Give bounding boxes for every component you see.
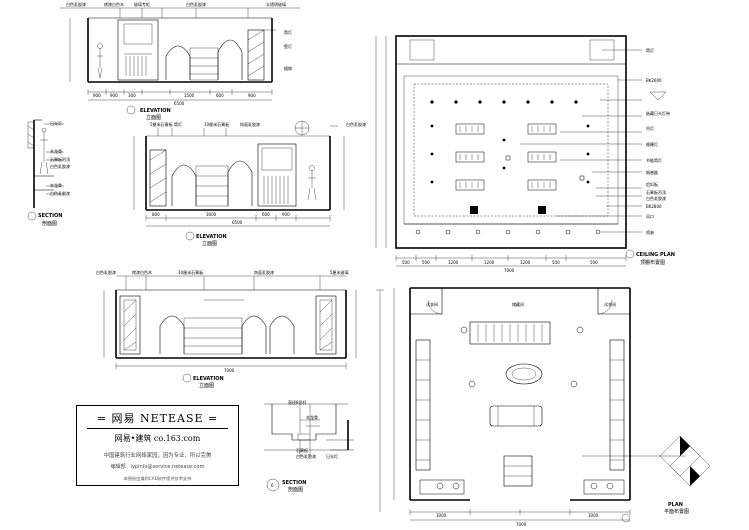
elevation-3-subtitle: 立面图	[199, 382, 214, 389]
floor-plan: PLAN 平面布置图 试衣间 储藏间 试衣间 3000 3000 7000	[376, 287, 711, 527]
elev1-label-6: 壁灯	[284, 43, 292, 49]
stamp-site: 网易•建筑 co.163.com	[114, 434, 201, 443]
elev1-label-1: 烤漆白色木	[104, 1, 124, 7]
elev1-label-2: 玻璃专柜	[134, 1, 150, 7]
sec2-label-3: 白色乳胶漆	[296, 453, 316, 459]
ceiling-label-2: 嵌藏日光灯带	[646, 110, 670, 116]
sec2-label-0: 直径8吊杆	[288, 399, 307, 405]
sec1-label-3: 白色乳胶漆	[50, 163, 70, 169]
elev2-dim-4: 6500	[232, 220, 243, 225]
elevation-2-subtitle: 立面图	[202, 240, 217, 247]
ceiling-dim-5: 500	[552, 260, 560, 265]
sec2-label-4: 日光灯	[326, 453, 338, 459]
section-1-subtitle: 剖面图	[42, 220, 57, 227]
ceiling-plan-subtitle: 顶棚布置图	[640, 259, 665, 266]
elev2-label-1: 筒灯	[174, 121, 182, 127]
section-1: SECTION 剖面图 日光灯 木龙骨 石膏板吊顶 白色乳胶漆 木龙骨 白色乳胶…	[27, 119, 70, 227]
sec1-label-2: 石膏板吊顶	[50, 156, 70, 162]
netease-stamp: = 网易 NETEASE = 网易•建筑 co.163.com 中国建筑行业网络…	[76, 405, 239, 486]
elev1-dim-0: 900	[93, 93, 101, 98]
elev1-label-7: 植物	[284, 65, 292, 71]
elev2-label-4: 白色乳胶漆	[346, 121, 366, 127]
elevation-3-title: ELEVATION	[193, 376, 224, 382]
elev2-dim-3: 900	[282, 212, 290, 217]
section-2-title: SECTION	[282, 480, 306, 486]
ceiling-label-3: 吊灯	[646, 125, 654, 131]
stamp-title: = 网易 NETEASE =	[96, 412, 219, 425]
elev1-dim-2: 300	[128, 93, 136, 98]
ceiling-label-8: 石膏板吊顶	[646, 189, 666, 195]
ceiling-label-1: BK2600	[646, 78, 662, 83]
ceiling-dim-2: 1200	[448, 260, 459, 265]
stamp-slogan: 中国建筑行业网络家园，因为专业，所以完美	[103, 453, 212, 459]
stamp-email: 编辑部：ivpinfo@service.netease.com	[110, 464, 205, 470]
elev1-dim-3: 1500	[184, 93, 195, 98]
ceiling-label-5: 节能筒灯	[646, 157, 662, 163]
ceiling-label-7: 铝扣板	[646, 181, 658, 187]
elev1-dim-1: 900	[110, 93, 118, 98]
sec2-label-1: 木龙骨	[306, 414, 318, 420]
section-1-title: SECTION	[38, 213, 62, 219]
elev1-dim-4: 600	[216, 93, 224, 98]
ceiling-plan: CEILING PLAN 顶棚布置图 筒灯 BK2600 嵌藏日光灯带 吊灯 格…	[375, 35, 675, 273]
floor-plan-subtitle: 平面布置图	[664, 508, 689, 515]
floor-dim-1: 3000	[588, 513, 599, 518]
elevation-2: ELEVATION 立面图 5厘米石膏板 筒灯 10厘米石膏板 饰面乳胶漆 白色…	[133, 120, 366, 247]
section-2-subtitle: 剖面图	[288, 486, 303, 493]
elevation-2-title: ELEVATION	[196, 234, 227, 240]
elev3-label-4: 5厘米玻璃	[330, 269, 349, 275]
elev1-label-5: 筒灯	[284, 29, 292, 35]
ceiling-dim-3: 1200	[484, 260, 495, 265]
floor-label-0: 试衣间	[426, 301, 438, 307]
elev2-dim-1: 3000	[206, 212, 217, 217]
section-2: 6 SECTION 剖面图 直径8吊杆 木龙骨 石膏板 白色乳胶漆 日光灯	[264, 399, 354, 493]
section-2-marker: 6	[271, 483, 274, 488]
elevation-1-title: ELEVATION	[140, 108, 171, 114]
floor-dim-2: 7000	[516, 522, 527, 527]
elev3-label-1: 烤漆白色木	[132, 269, 152, 275]
ceiling-label-11: 风口	[646, 214, 654, 219]
stamp-divider	[87, 428, 228, 429]
ceiling-plan-title: CEILING PLAN	[636, 252, 675, 258]
ceiling-label-12: 喷淋	[646, 229, 654, 235]
ceiling-dim-6: 500	[590, 260, 598, 265]
elev3-label-3: 饰面乳胶漆	[254, 269, 274, 275]
stamp-footer: 本图纸由谦和CAD软件提供技术支持	[123, 476, 192, 481]
sec1-label-5: 白色乳胶漆	[50, 190, 70, 196]
elev1-label-0: 白色乳胶漆	[66, 1, 86, 7]
ceiling-label-9: 白色乳胶漆	[646, 195, 666, 201]
elev3-label-0: 白色乳胶漆	[96, 269, 116, 275]
ceiling-dim-1: 500	[422, 260, 430, 265]
elev2-label-2: 10厘米石膏板	[204, 121, 229, 127]
sec1-label-1: 木龙骨	[50, 148, 62, 154]
sec1-label-4: 木龙骨	[50, 182, 62, 188]
elev2-dim-2: 600	[262, 212, 270, 217]
ceiling-label-6: 烟感器	[646, 169, 658, 175]
elevation-3: ELEVATION 立面图 白色乳胶漆 烤漆白色木 10厘米石膏板 饰面乳胶漆 …	[96, 269, 357, 389]
elev1-dim-5: 900	[248, 93, 256, 98]
elev1-label-4: 半透明玻璃	[266, 1, 286, 7]
sec1-label-0: 日光灯	[50, 120, 62, 126]
elev3-label-2: 10厘米石膏板	[178, 269, 203, 275]
ceiling-label-10: BK2800	[646, 204, 662, 209]
floor-label-1: 储藏间	[512, 301, 524, 307]
ceiling-label-0: 筒灯	[646, 47, 654, 53]
elev1-label-3: 白色乳胶漆	[186, 1, 206, 7]
elev2-dim-0: 800	[152, 212, 160, 217]
elevation-1: ELEVATION 立面图 白色乳胶漆 烤漆白色木 玻璃专柜 白色乳胶漆 半透明…	[60, 1, 300, 121]
elev3-dim-0: 7000	[224, 368, 235, 373]
floor-label-2: 试衣间	[604, 301, 616, 307]
elev1-dim-6: 6500	[174, 101, 185, 106]
sec2-label-2: 石膏板	[296, 447, 308, 453]
ceiling-dim-0: 500	[402, 260, 410, 265]
ceiling-dim-7: 7000	[504, 268, 515, 273]
floor-dim-0: 3000	[436, 513, 447, 518]
elev2-label-3: 饰面乳胶漆	[240, 121, 260, 127]
ceiling-label-4: 格栅灯	[646, 141, 658, 147]
elev2-label-0: 5厘米石膏板	[150, 121, 173, 127]
floor-plan-title: PLAN	[668, 502, 683, 508]
ceiling-dim-4: 1200	[520, 260, 531, 265]
elevation-1-subtitle: 立面图	[146, 114, 161, 121]
